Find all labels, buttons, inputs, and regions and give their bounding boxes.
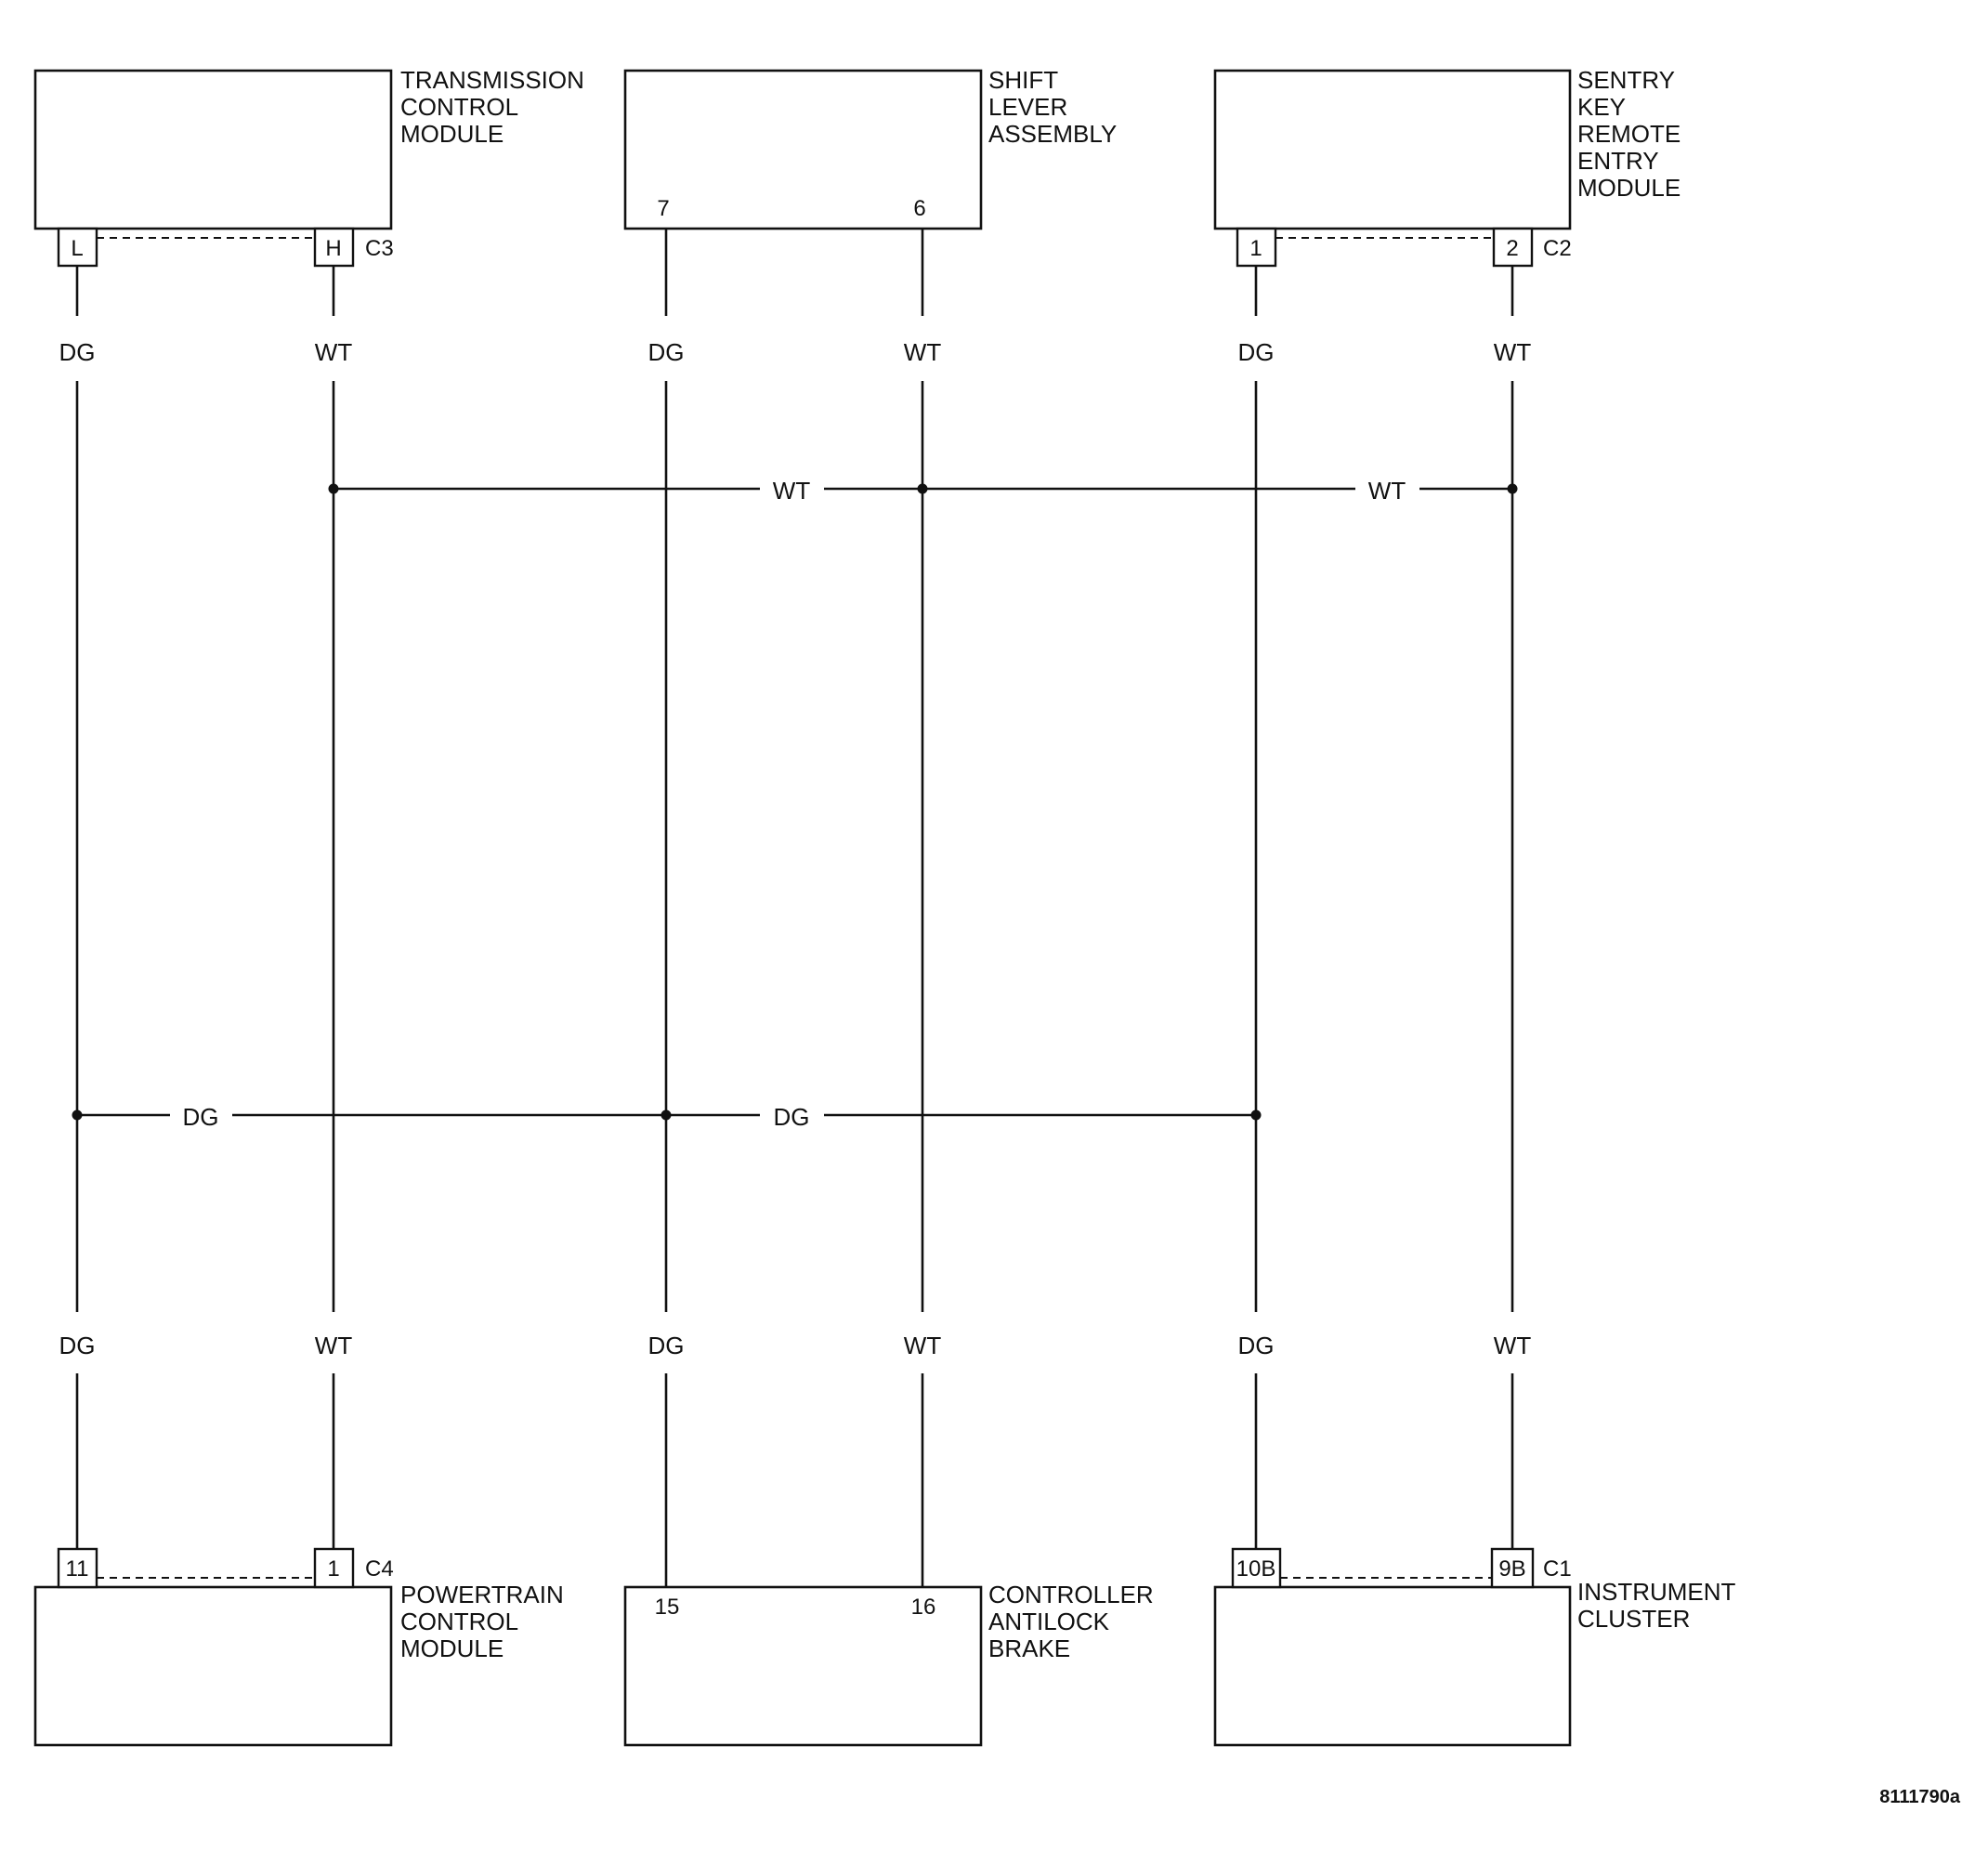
shift-lever-assembly: 7 6 SHIFT LEVER ASSEMBLY bbox=[623, 66, 1117, 230]
pin-box bbox=[1231, 1547, 1282, 1589]
pin-box bbox=[57, 1547, 98, 1589]
splice-dot bbox=[328, 483, 339, 494]
controller-antilock-brake: 15 16 CONTROLLER ANTILOCK BRAKE bbox=[623, 1581, 1154, 1747]
connector-id: C1 bbox=[1543, 1556, 1572, 1582]
pin-label: 1 bbox=[327, 1556, 339, 1582]
connector-id: C3 bbox=[365, 236, 394, 261]
pin-label: H bbox=[325, 236, 341, 261]
wire-color-label: WT bbox=[1368, 477, 1406, 505]
connector-id: C4 bbox=[365, 1556, 394, 1582]
component-label-line: MODULE bbox=[400, 120, 504, 148]
wire-color-label: WT bbox=[773, 477, 811, 505]
wire-color-label: DG bbox=[774, 1103, 810, 1131]
component-label-line: LEVER bbox=[988, 93, 1067, 121]
pin-box bbox=[1492, 227, 1534, 268]
wire-color-label: WT bbox=[1494, 338, 1532, 366]
component-label-line: CONTROL bbox=[400, 93, 518, 121]
component-label-line: ASSEMBLY bbox=[988, 120, 1117, 148]
wire-color-label: DG bbox=[183, 1103, 219, 1131]
splices bbox=[72, 483, 1518, 1121]
horizontal-wires bbox=[77, 487, 1512, 1117]
wire-labels-bus: WT WT DG DG bbox=[183, 477, 1406, 1131]
pin-box bbox=[57, 227, 98, 268]
pin-label: 10B bbox=[1236, 1556, 1276, 1582]
powertrain-control-module: 11 1 C4 POWERTRAIN CONTROL MODULE bbox=[33, 1547, 564, 1747]
wire-color-label: DG bbox=[59, 338, 96, 366]
pin-box bbox=[1236, 227, 1277, 268]
pin-label: 9B bbox=[1498, 1556, 1525, 1582]
wire-color-label: DG bbox=[648, 338, 685, 366]
component-label-line: INSTRUMENT bbox=[1577, 1578, 1736, 1606]
component-box bbox=[33, 1585, 393, 1747]
component-box bbox=[623, 69, 983, 230]
wire-color-label: WT bbox=[315, 338, 353, 366]
pin-label: 6 bbox=[913, 196, 925, 221]
component-box bbox=[623, 1585, 983, 1747]
wire-color-label: DG bbox=[1238, 1332, 1275, 1359]
wire-color-label: WT bbox=[904, 1332, 942, 1359]
connector-id: C2 bbox=[1543, 236, 1572, 261]
instrument-cluster: 10B 9B C1 INSTRUMENT CLUSTER bbox=[1213, 1547, 1736, 1747]
pin-label: 1 bbox=[1249, 236, 1262, 261]
component-label-line: CONTROL bbox=[400, 1608, 518, 1635]
component-label-line: TRANSMISSION bbox=[400, 66, 584, 94]
pin-label: 2 bbox=[1506, 236, 1518, 261]
component-box bbox=[1213, 69, 1572, 230]
pin-label: 16 bbox=[911, 1595, 936, 1620]
splice-dot bbox=[917, 483, 928, 494]
splice-dot bbox=[72, 1109, 83, 1121]
component-box bbox=[1213, 1585, 1572, 1747]
component-box bbox=[33, 69, 393, 230]
component-label-line: POWERTRAIN bbox=[400, 1581, 564, 1608]
wire-color-label: WT bbox=[315, 1332, 353, 1359]
component-label-line: REMOTE bbox=[1577, 120, 1681, 148]
splice-dot bbox=[1507, 483, 1518, 494]
wire-color-label: WT bbox=[904, 338, 942, 366]
component-label-line: ANTILOCK bbox=[988, 1608, 1110, 1635]
pin-label: L bbox=[71, 236, 83, 261]
component-label-line: SENTRY bbox=[1577, 66, 1675, 94]
pin-label: 11 bbox=[66, 1556, 89, 1582]
pin-label: 7 bbox=[657, 196, 669, 221]
component-label-line: CONTROLLER bbox=[988, 1581, 1154, 1608]
component-label-line: SHIFT bbox=[988, 66, 1058, 94]
component-label-line: CLUSTER bbox=[1577, 1605, 1690, 1633]
splice-dot bbox=[660, 1109, 672, 1121]
component-label-line: MODULE bbox=[1577, 174, 1681, 202]
figure-id: 8111790a bbox=[1879, 1787, 1961, 1807]
wire-labels-top: DG WT DG WT DG WT bbox=[59, 338, 1532, 366]
pin-label: 15 bbox=[655, 1595, 680, 1620]
component-label-line: ENTRY bbox=[1577, 147, 1659, 175]
component-label-line: MODULE bbox=[400, 1634, 504, 1662]
vertical-wires bbox=[75, 229, 1514, 1587]
wire-color-label: DG bbox=[59, 1332, 96, 1359]
wire-color-label: WT bbox=[1494, 1332, 1532, 1359]
wire-color-label: DG bbox=[1238, 338, 1275, 366]
transmission-control-module: L H C3 TRANSMISSION CONTROL MODULE bbox=[33, 66, 584, 268]
pin-box bbox=[313, 1547, 355, 1589]
pin-box bbox=[1490, 1547, 1535, 1589]
component-label-line: KEY bbox=[1577, 93, 1626, 121]
wire-labels-bottom: DG WT DG WT DG WT bbox=[59, 1332, 1532, 1359]
component-label-line: BRAKE bbox=[988, 1634, 1070, 1662]
sentry-key-remote-entry-module: 1 2 C2 SENTRY KEY REMOTE ENTRY MODULE bbox=[1213, 66, 1681, 268]
wire-color-label: DG bbox=[648, 1332, 685, 1359]
splice-dot bbox=[1250, 1109, 1262, 1121]
pin-box bbox=[313, 227, 355, 268]
